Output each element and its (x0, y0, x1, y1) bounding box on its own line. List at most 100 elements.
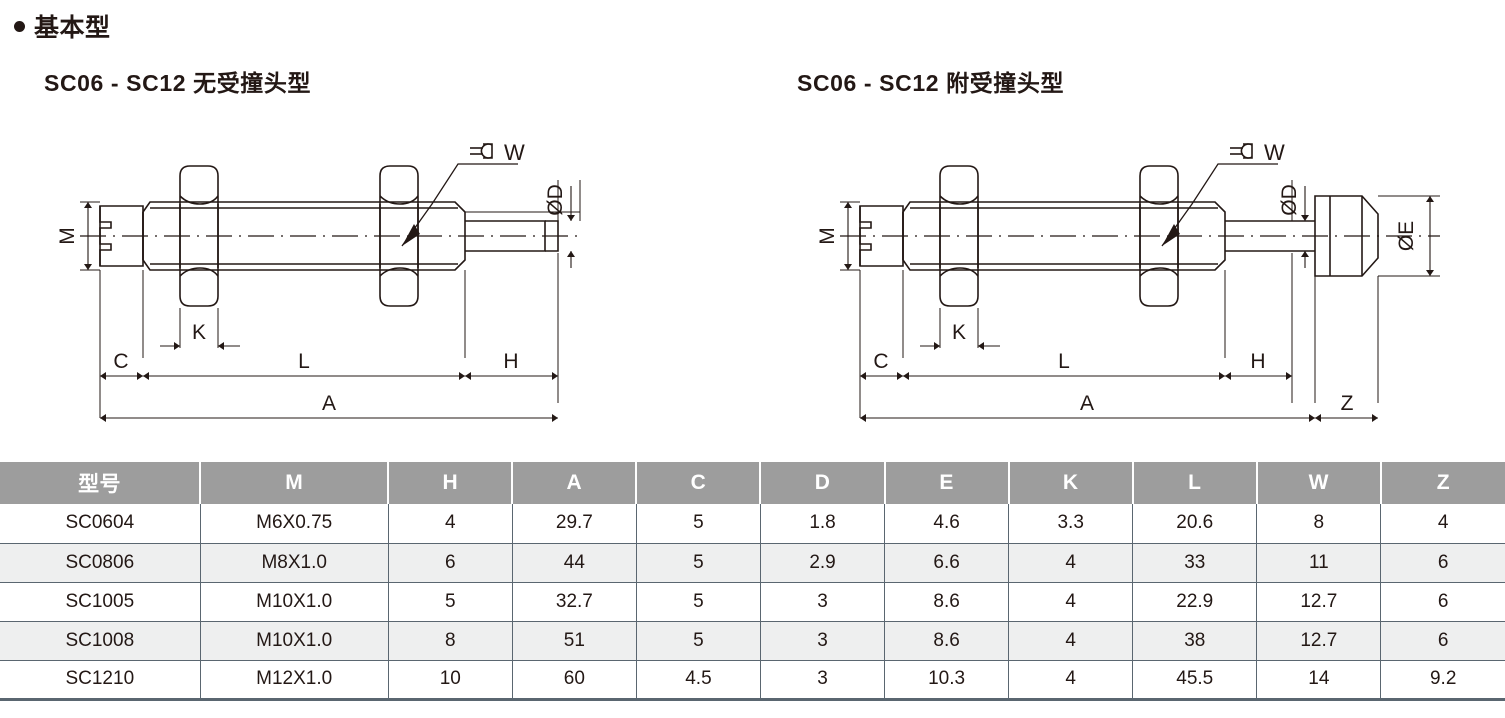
table-cell: 4.5 (636, 660, 761, 701)
table-cell: 8 (1256, 504, 1382, 544)
piston-head-outline (99, 205, 144, 267)
table-cell: 8.6 (884, 582, 1010, 622)
table-cell: 6 (388, 543, 513, 583)
extension-lines (80, 180, 581, 418)
table-cell-model: SC0604 (0, 504, 201, 544)
dimension-row-clh (860, 372, 1292, 380)
dimension-m (84, 202, 92, 270)
spec-table: 型号 M H A C D E K L W Z SC0604 M6X0.75 (0, 462, 1505, 701)
dimension-d (1301, 186, 1309, 268)
table-cell: 44 (512, 543, 637, 583)
piston-head-outline (859, 205, 904, 267)
table-cell: 29.7 (512, 504, 637, 544)
w-leader-line (401, 163, 518, 247)
table-header-cell: 型号 (0, 462, 202, 504)
table-cell: 45.5 (1132, 660, 1258, 701)
table-cell: M10X1.0 (200, 582, 389, 622)
table-cell: 11 (1256, 543, 1382, 583)
table-cell: 10.3 (884, 660, 1010, 701)
technical-drawing-right: M ØD ØE W (800, 118, 1480, 448)
table-cell: 12.7 (1256, 582, 1382, 622)
dimension-label-e: ØE (1395, 221, 1418, 251)
table-header-cell: H (388, 462, 514, 504)
table-header-cell: Z (1380, 462, 1505, 504)
table-row: SC1210 M12X1.0 10 60 4.5 3 10.3 4 45.5 1… (0, 660, 1505, 701)
table-cell: M12X1.0 (200, 660, 389, 701)
dimension-e (1426, 196, 1434, 276)
w-leader-line (1161, 163, 1278, 247)
table-cell-model: SC1008 (0, 621, 201, 661)
table-cell: M6X0.75 (200, 504, 389, 544)
table-cell: 10 (388, 660, 513, 701)
table-cell: 5 (636, 621, 761, 661)
table-cell: 20.6 (1132, 504, 1258, 544)
dimension-row-clh (100, 372, 558, 380)
table-cell: 1.8 (760, 504, 886, 544)
dimension-label-w: W (504, 140, 525, 165)
table-cell: 5 (388, 582, 513, 622)
dimension-a (100, 414, 558, 422)
table-cell-model: SC1210 (0, 660, 201, 701)
dimension-label-c: C (113, 350, 128, 373)
table-cell: 4 (1008, 543, 1134, 583)
table-cell: 22.9 (1132, 582, 1258, 622)
dimension-label-d: ØD (544, 184, 567, 216)
table-cell: 5 (636, 543, 761, 583)
dimension-a (860, 414, 1315, 422)
drawing-right-svg: M ØD ØE W (816, 140, 1440, 422)
table-cell: 8 (388, 621, 513, 661)
dimension-label-m: M (816, 227, 839, 245)
barrel-outline (902, 201, 1226, 271)
table-cell: 5 (636, 504, 761, 544)
table-cell: 4 (388, 504, 513, 544)
table-cell: 4 (1380, 504, 1505, 544)
bullet-dot-icon (14, 20, 25, 32)
drawing-left-svg: M ØD W K (56, 140, 581, 422)
dimension-d (567, 186, 575, 268)
dimension-label-k: K (952, 321, 966, 344)
dimension-label-a: A (1080, 392, 1094, 415)
drawing-title-left: SC06 - SC12 无受撞头型 (44, 70, 312, 96)
table-cell: 3 (760, 660, 886, 701)
dimension-label-c: C (873, 350, 888, 373)
table-cell: 14 (1256, 660, 1382, 701)
table-header-cell: W (1256, 462, 1382, 504)
table-cell: M10X1.0 (200, 621, 389, 661)
section-title: 基本型 (14, 8, 111, 44)
w-leader-arrow (402, 224, 420, 246)
table-cell: 4 (1008, 621, 1134, 661)
table-header-cell: A (512, 462, 638, 504)
table-header-row: 型号 M H A C D E K L W Z (0, 462, 1505, 504)
dimension-k (160, 342, 240, 350)
table-cell: 3.3 (1008, 504, 1134, 544)
wrench-icon (1230, 143, 1253, 159)
table-cell: 8.6 (884, 621, 1010, 661)
table-header-cell: M (200, 462, 390, 504)
table-header-cell: K (1008, 462, 1134, 504)
dimension-label-z: Z (1341, 392, 1354, 415)
dimension-label-h: H (1250, 350, 1265, 373)
dimension-label-a: A (322, 392, 336, 415)
table-cell-model: SC1005 (0, 582, 201, 622)
drawing-title-right: SC06 - SC12 附受撞头型 (797, 70, 1065, 96)
dimension-m (844, 202, 852, 270)
table-cell: 33 (1132, 543, 1258, 583)
extension-lines (840, 180, 1440, 418)
section-title-label: 基本型 (34, 14, 111, 42)
table-row: SC1008 M10X1.0 8 51 5 3 8.6 4 38 12.7 6 (0, 621, 1505, 661)
dimension-z (1315, 414, 1378, 422)
table-cell: 4 (1008, 582, 1134, 622)
table-header-cell: D (760, 462, 886, 504)
table-cell-model: SC0806 (0, 543, 201, 583)
dimension-label-d: ØD (1278, 184, 1301, 216)
technical-drawing-left: M ØD W K (40, 118, 640, 448)
table-cell: 6 (1380, 543, 1505, 583)
table-cell: 60 (512, 660, 637, 701)
dimension-k (920, 342, 1000, 350)
table-header-cell: C (636, 462, 762, 504)
table-cell: 38 (1132, 621, 1258, 661)
table-cell: 32.7 (512, 582, 637, 622)
table-cell: 6 (1380, 582, 1505, 622)
barrel-outline (142, 201, 466, 271)
table-header-cell: L (1132, 462, 1258, 504)
